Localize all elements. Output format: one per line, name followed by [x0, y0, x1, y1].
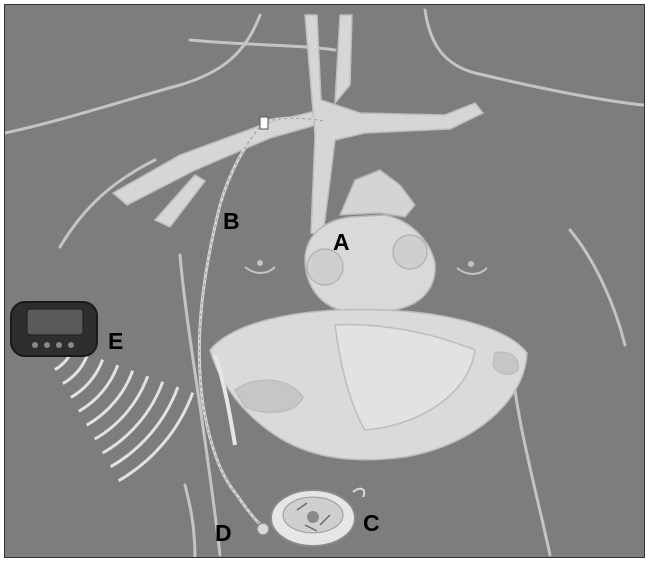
- telemetry-waves-icon: [55, 349, 193, 481]
- abdomen-organs: [210, 310, 527, 460]
- label-c: C: [363, 512, 380, 535]
- label-a: A: [333, 231, 350, 254]
- telemetry-wave-arc: [71, 360, 103, 398]
- anatomy-illustration: [5, 5, 645, 558]
- label-d: D: [215, 522, 232, 545]
- telemetry-wave-arc: [95, 376, 148, 439]
- handheld-programmer-icon: [11, 302, 97, 356]
- label-b: B: [223, 210, 240, 233]
- diagram-canvas: A B C D E: [4, 4, 645, 558]
- telemetry-wave-arc: [103, 382, 163, 453]
- implanted-pump-icon: [257, 489, 364, 546]
- label-e: E: [108, 330, 123, 353]
- telemetry-wave-arc: [111, 387, 178, 467]
- telemetry-wave-arc: [119, 393, 193, 481]
